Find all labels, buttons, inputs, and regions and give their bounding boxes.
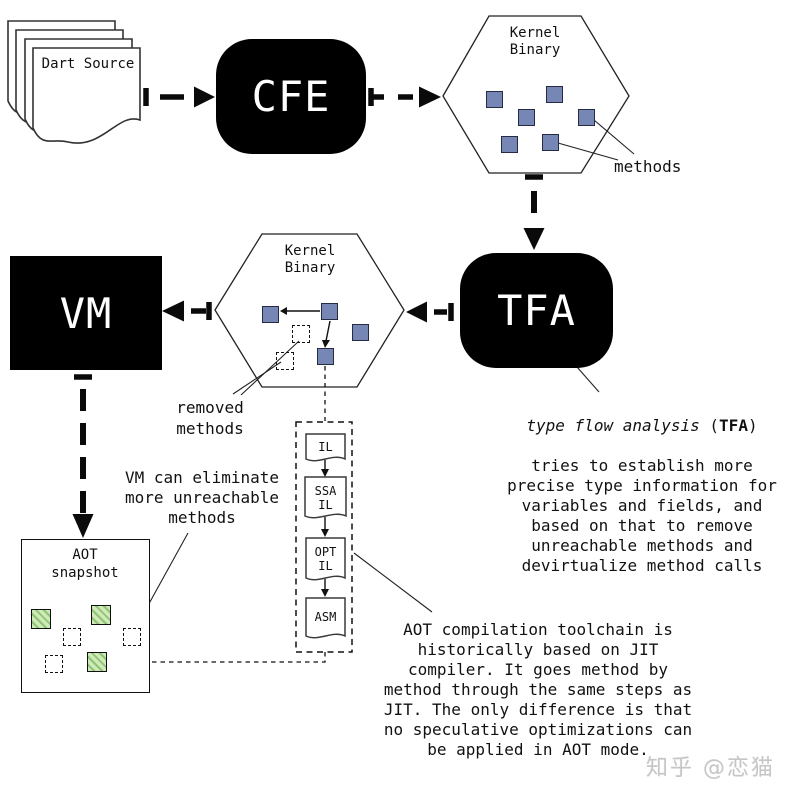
vm-label: VM xyxy=(59,288,113,338)
tfa-note-body: tries to establish more precise type inf… xyxy=(507,456,777,575)
removed-method-square xyxy=(276,352,294,370)
vm-node: VM xyxy=(10,256,162,370)
tfa-note: type flow analysis (TFA) tries to establ… xyxy=(492,396,792,596)
aot-note-pointer-line xyxy=(353,552,433,613)
aot-snapshot-label: AOT snapshot xyxy=(51,547,119,581)
tfa-note-italic: type flow analysis xyxy=(526,416,700,435)
ssa-il-doc xyxy=(304,476,347,519)
il-pipeline-container xyxy=(295,421,353,653)
removed-methods-pointer-lines xyxy=(232,340,300,396)
asm-doc-label: ASM xyxy=(314,610,337,624)
tfa-note-paren-close: ) xyxy=(747,416,758,435)
arrow-cfe-to-kernel xyxy=(368,86,441,108)
removed-method-square xyxy=(292,325,310,343)
method-square xyxy=(321,303,338,320)
method-square xyxy=(501,136,518,153)
arrow-dart-to-cfe xyxy=(143,86,215,108)
eliminated-method-square xyxy=(123,628,141,646)
aot-method-square xyxy=(87,652,107,672)
method-square xyxy=(486,91,503,108)
aot-method-square xyxy=(31,609,51,629)
ssa-il-doc-label: SSA IL xyxy=(314,484,337,512)
arrow-vm-to-aot xyxy=(72,374,94,538)
kernel-binary-top-hexagon xyxy=(442,15,630,174)
tfa-node: TFA xyxy=(460,253,613,368)
arrow-kernel-to-tfa xyxy=(523,174,545,250)
aot-method-square xyxy=(91,605,111,625)
opt-il-doc-label: OPT IL xyxy=(314,545,337,573)
il-doc xyxy=(305,433,346,462)
aot-note: AOT compilation toolchain is historicall… xyxy=(383,620,693,759)
method-square xyxy=(578,109,595,126)
dart-source-label: Dart Source xyxy=(41,56,135,72)
arrow-kernel-to-vm xyxy=(162,300,212,322)
opt-il-doc xyxy=(305,537,346,581)
method-call-arrows xyxy=(280,307,331,348)
method-square xyxy=(518,109,535,126)
watermark: 知乎 @恋猫 xyxy=(646,756,775,781)
method-square xyxy=(352,324,369,341)
method-square xyxy=(546,86,563,103)
kernel-binary-mid-label: Kernel Binary xyxy=(284,243,336,276)
eliminated-method-square xyxy=(45,655,63,673)
document-stack-icon xyxy=(7,20,141,144)
il-step-arrows xyxy=(321,460,329,597)
methods-label: methods xyxy=(614,157,682,176)
methods-pointer-lines xyxy=(557,119,635,161)
tfa-note-pointer-line xyxy=(576,366,600,393)
il-doc-label: IL xyxy=(318,440,333,454)
tfa-note-bold: TFA xyxy=(719,416,748,435)
removed-methods-label: removed methods xyxy=(176,398,244,438)
eliminated-method-square xyxy=(63,628,81,646)
method-square xyxy=(317,348,334,365)
tfa-note-first-line: type flow analysis (TFA) xyxy=(492,416,792,436)
tfa-label: TFA xyxy=(497,286,576,335)
arrow-tfa-to-kernel xyxy=(406,301,454,323)
asm-doc xyxy=(305,597,346,639)
method-square xyxy=(262,306,279,323)
vm-eliminate-note: VM can eliminate more unreachable method… xyxy=(124,468,280,527)
method-square xyxy=(542,134,559,151)
tfa-note-paren-open: ( xyxy=(699,416,720,435)
cfe-label: CFE xyxy=(251,72,331,121)
cfe-node: CFE xyxy=(216,39,366,154)
kernel-binary-top-label: Kernel Binary xyxy=(509,25,561,58)
